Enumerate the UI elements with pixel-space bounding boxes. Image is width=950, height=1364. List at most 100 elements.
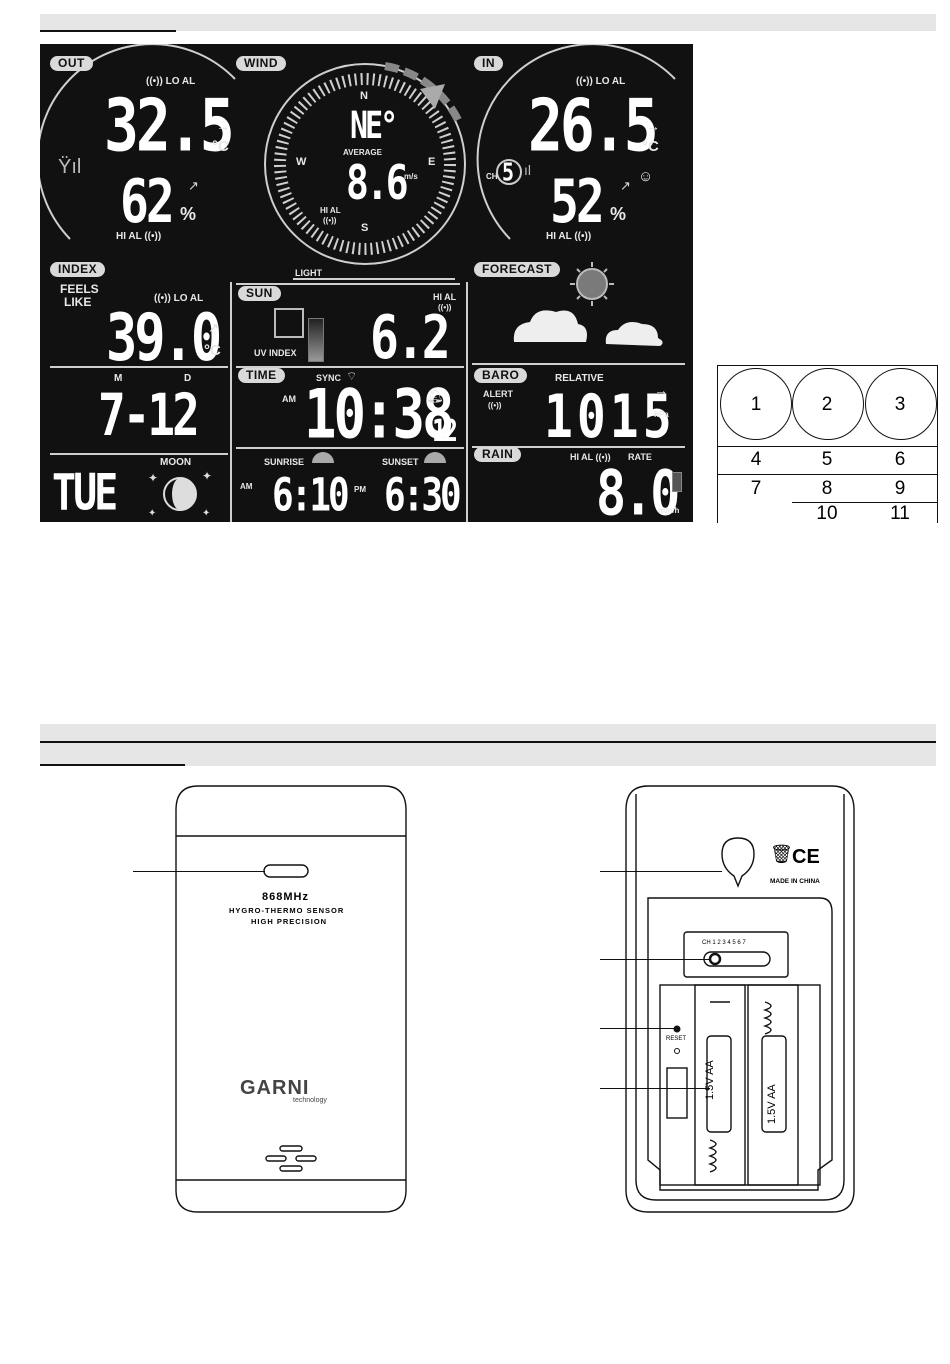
sensor-front-line2: HYGRO-THERMO SENSOR — [229, 906, 345, 915]
sunrise-icon — [312, 452, 334, 463]
lcd-divider-vertical-left — [230, 282, 232, 522]
battery-2-label: 1.5V AA — [766, 1084, 778, 1124]
index-feels-label: FEELS — [60, 282, 99, 296]
sensor-front-frequency: 868MHz — [262, 891, 309, 903]
compass-south: S — [361, 222, 369, 234]
rain-rate-label: RATE — [628, 452, 652, 462]
sunrise-time: 6:10 — [272, 470, 350, 522]
sensor-back-drawing — [625, 785, 855, 1213]
index-trend-icon: ↗ — [208, 320, 219, 335]
moon-phase-icon: ✦ ✦ ✦ ✦ — [148, 469, 212, 518]
compass-west: W — [296, 156, 307, 168]
in-hum-trend-icon: ↗ — [620, 178, 631, 193]
time-value: 10:38 — [304, 374, 455, 454]
rain-level-bar — [672, 472, 682, 492]
reset-button[interactable] — [673, 1025, 681, 1033]
out-label: OUT — [50, 56, 93, 71]
key-table: 1 2 3 4 5 6 7 8 9 10 11 — [717, 365, 938, 524]
key-7: 7 — [750, 478, 762, 499]
sunset-time: 6:30 — [384, 470, 462, 522]
sunrise-am: AM — [240, 482, 253, 491]
key-circle-1 — [720, 368, 792, 440]
alarm-bell-icon: 🔔︎ — [426, 387, 444, 403]
out-temp-unit: °C — [212, 138, 229, 155]
sync-label: SYNC — [316, 373, 342, 383]
leader-line-reset — [600, 1028, 674, 1029]
svg-text:✦: ✦ — [202, 508, 210, 518]
out-temperature: 32.5 — [104, 82, 235, 168]
wind-label: WIND — [236, 56, 286, 71]
key-10: 10 — [816, 503, 838, 524]
svg-text:✦: ✦ — [148, 471, 158, 485]
in-temp-unit: °C — [642, 138, 659, 155]
in-humidity: 52 — [550, 167, 605, 237]
battery-1-label: 1.5V AA — [704, 1060, 716, 1100]
key-row-line-3 — [792, 502, 937, 503]
key-row-line-1 — [718, 446, 937, 447]
key-row-line-2 — [718, 474, 937, 475]
channel-scale: CH 1 2 3 4 5 6 7 — [702, 940, 746, 946]
lcd-divider-right-mid — [472, 363, 685, 365]
svg-text:✦: ✦ — [148, 508, 156, 518]
wind-speed: 8.6 — [346, 155, 409, 211]
baro-trend-icon: → — [654, 382, 668, 398]
section-header-band-bottom — [40, 724, 936, 766]
in-hi-alarm: HI AL ((•)) — [546, 231, 592, 242]
sensor-front-drawing — [175, 785, 407, 1213]
weee-bin-icon: 🗑︎ — [770, 844, 793, 864]
out-hum-trend-icon: ↗ — [188, 178, 199, 193]
leader-line-battery — [600, 1088, 710, 1089]
sunrise-label: SUNRISE — [264, 457, 305, 467]
sensor-front-brand: GARNI — [240, 1077, 310, 1099]
key-9: 9 — [894, 478, 906, 499]
in-label: IN — [474, 56, 503, 71]
index-label: INDEX — [50, 262, 106, 277]
sensor-front-vent-icon — [265, 1145, 317, 1172]
in-lo-alarm: ((•)) LO AL — [576, 76, 626, 87]
baro-alert-label: ALERT — [483, 389, 513, 399]
index-lo-alarm: ((•)) LO AL — [154, 293, 204, 304]
lcd-divider-light — [293, 278, 455, 280]
in-trend-icon: → — [646, 118, 660, 134]
out-humidity: 62 — [120, 167, 175, 237]
wind-direction: NE° — [350, 104, 398, 148]
rain-value: 8.0 — [596, 457, 680, 522]
wind-unit: m/s — [404, 172, 418, 181]
rain-hi-alarm: HI AL ((•)) — [570, 452, 611, 462]
sunset-pm: PM — [354, 485, 366, 494]
lcd-arcs — [40, 44, 676, 265]
sun-label: SUN — [238, 286, 281, 301]
lcd-divider-center-mid — [236, 366, 464, 368]
out-humidity-unit: % — [180, 204, 197, 224]
out-signal-icon: Ÿıl — [58, 156, 82, 178]
key-5: 5 — [821, 449, 833, 470]
time-label: TIME — [238, 368, 285, 383]
baro-unit: hPa — [654, 410, 669, 419]
lcd-divider-right-low — [472, 446, 685, 448]
key-2: 2 — [821, 394, 833, 415]
section-header-band-top — [40, 14, 936, 31]
baro-relative-label: RELATIVE — [555, 373, 604, 384]
sensor-front-line3: HIGH PRECISION — [251, 917, 328, 926]
uv-person-icon — [274, 308, 304, 338]
sun-hi-alarm: HI AL — [433, 292, 457, 302]
time-seconds: 12 — [432, 413, 458, 449]
index-value: 39.0 — [106, 301, 222, 376]
sun-alarm-icon: ((•)) — [438, 303, 452, 312]
index-unit: °C — [204, 342, 221, 359]
key-11: 11 — [890, 503, 910, 524]
rain-unit: mm/h — [658, 506, 680, 515]
leader-line-front-led — [133, 871, 265, 872]
index-like-label: LIKE — [64, 295, 92, 309]
hanging-hole-icon — [721, 837, 755, 888]
uv-level-bar — [308, 318, 324, 362]
date-month-label: M — [114, 373, 123, 384]
in-humidity-unit: % — [610, 204, 627, 224]
lcd-divider-top — [236, 283, 460, 285]
sensor-front-brand-sub: technology — [293, 1097, 327, 1104]
channel-switch-icon — [708, 952, 722, 966]
section-title-underline-top — [40, 30, 176, 32]
in-channel: 5 — [502, 156, 514, 187]
uv-index-label: UV INDEX — [254, 348, 297, 358]
baro-value: 1015 — [544, 382, 676, 452]
